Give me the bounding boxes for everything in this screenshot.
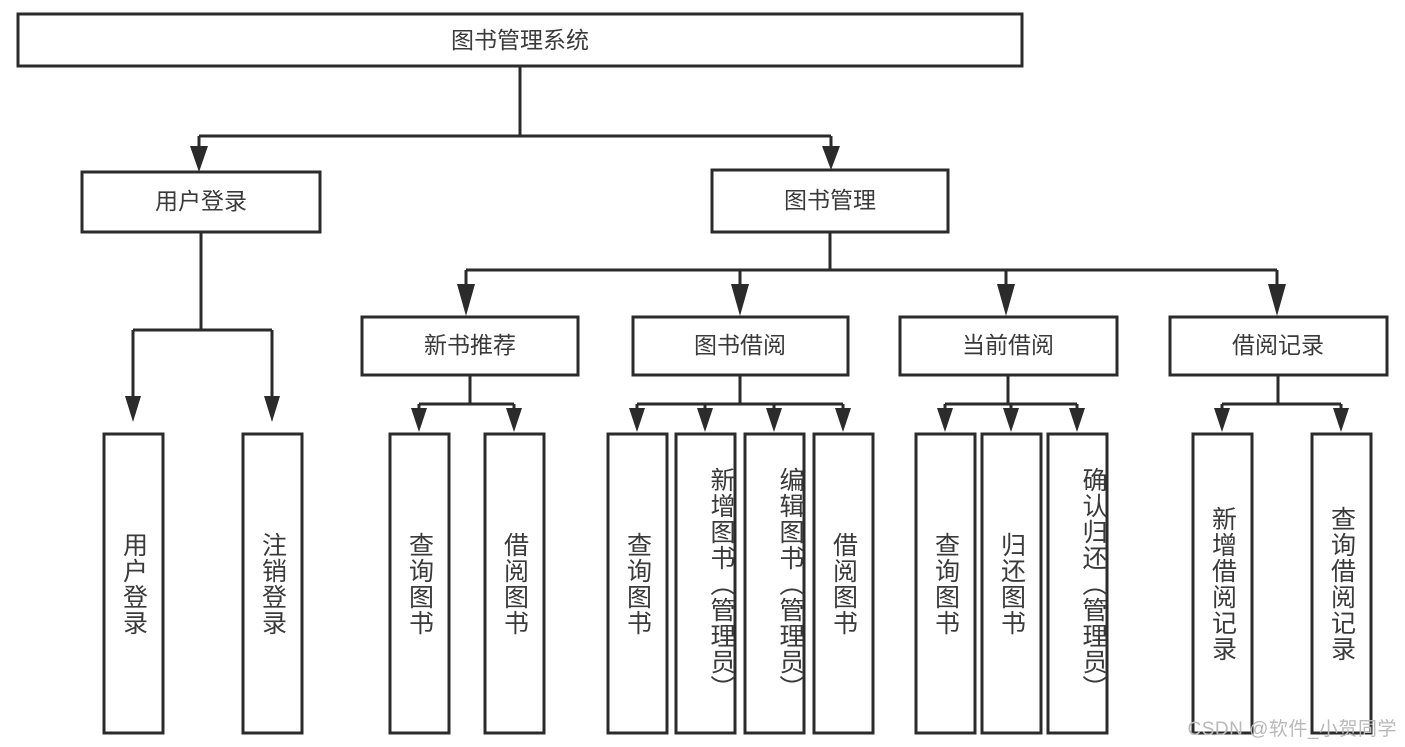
leaf-box-current-borrow-1[interactable] — [914, 432, 977, 735]
arrowhead-current-borrow — [997, 284, 1015, 316]
node-book-borrow-label: 图书借阅 — [694, 332, 786, 358]
leaf-box-new-book-1[interactable] — [388, 432, 451, 735]
arrowhead-leaf-book-borrow-4 — [835, 408, 851, 432]
leaf-box-book-borrow-1[interactable] — [606, 432, 669, 735]
node-book-manage-box[interactable] — [710, 168, 950, 234]
leaf-box-new-book-2[interactable] — [483, 432, 546, 735]
leaf-box-current-borrow-2[interactable] — [980, 432, 1043, 735]
arrowhead-leaf-book-borrow-3 — [766, 408, 782, 432]
node-root-label: 图书管理系统 — [451, 27, 589, 53]
arrowhead-leaf-new-book-2 — [506, 408, 522, 432]
node-current-borrow-label: 当前借阅 — [962, 332, 1054, 358]
node-new-book-box[interactable] — [360, 315, 580, 377]
leaf-box-borrow-record-1[interactable] — [1191, 432, 1254, 735]
arrowhead-leaf-borrow-record-2 — [1333, 408, 1349, 432]
node-root-box[interactable] — [16, 12, 1024, 68]
arrowhead-leaf-new-book-1 — [411, 408, 427, 432]
arrowhead-user-login — [190, 146, 208, 172]
arrowhead-book-manage — [822, 146, 840, 170]
node-borrow-record-label: 借阅记录 — [1232, 332, 1324, 358]
node-book-manage-label: 图书管理 — [784, 187, 876, 213]
csdn-watermark: CSDN @软件_小贺同学 — [1187, 719, 1397, 740]
arrowhead-leaf-book-borrow-2 — [697, 408, 713, 432]
arrowhead-borrow-record — [1268, 284, 1286, 316]
arrowhead-leaf-current-borrow-1 — [937, 408, 953, 432]
arrowhead-leaf-book-borrow-1 — [629, 408, 645, 432]
leaf-box-book-borrow-4[interactable] — [812, 432, 875, 735]
arrowhead-leaf-current-borrow-2 — [1003, 408, 1019, 432]
leaf-box-user-login-2[interactable] — [241, 432, 304, 735]
arrowhead-new-book — [457, 284, 475, 316]
node-current-borrow-box[interactable] — [898, 315, 1119, 377]
arrowhead-leaf-borrow-record-1 — [1214, 408, 1230, 432]
node-user-login-label: 用户登录 — [155, 188, 247, 214]
node-book-borrow-box[interactable] — [631, 315, 850, 377]
leaf-box-user-login-1[interactable] — [102, 432, 165, 735]
leaf-box-book-borrow-3[interactable] — [743, 432, 806, 735]
node-borrow-record-box[interactable] — [1168, 315, 1389, 377]
arrowhead-leaf-user-login-2 — [264, 396, 280, 422]
leaf-box-borrow-record-2[interactable] — [1310, 432, 1373, 735]
leaf-box-book-borrow-2[interactable] — [674, 432, 737, 735]
arrowhead-leaf-user-login-1 — [125, 396, 141, 422]
leaf-box-current-borrow-3[interactable] — [1046, 432, 1109, 735]
arrowhead-book-borrow — [731, 284, 749, 316]
node-new-book-label: 新书推荐 — [424, 332, 516, 358]
arrowhead-leaf-current-borrow-3 — [1069, 408, 1085, 432]
